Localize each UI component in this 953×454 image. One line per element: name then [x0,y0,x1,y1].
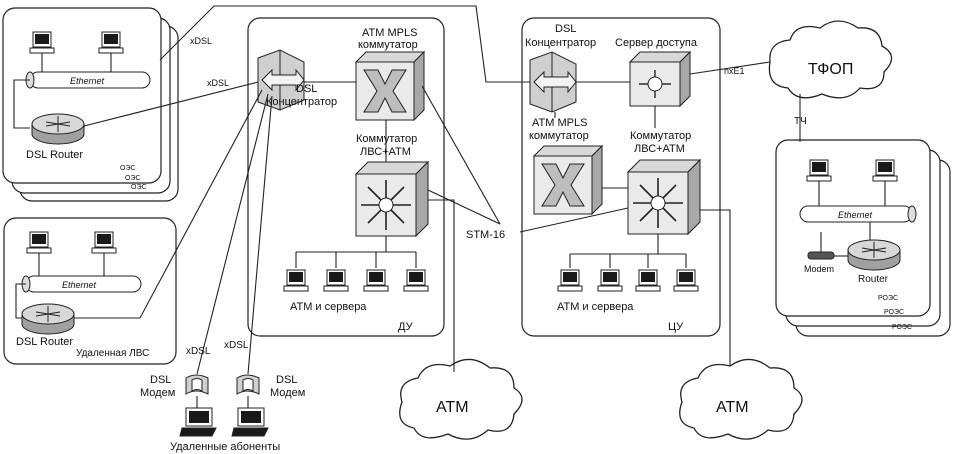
cu-label: ЦУ [668,321,684,333]
du-conc-label-2: Концентратор [266,96,337,108]
du-pc-3 [363,269,389,292]
laptop-1 [179,407,217,437]
modem1-label-2: Модем [140,387,175,399]
du-mpls-label-1: ATM MPLS [362,27,417,39]
tfop-cloud: ТФОП [768,20,893,99]
cu-dsl-concentrator [529,51,577,113]
cu-access-server [628,50,692,108]
stm-label: STM-16 [466,229,505,241]
dsl-modem-1 [185,374,209,395]
oes-pc-2 [98,31,124,54]
oes-label-1: ОЭС [120,165,136,172]
cu-mpls-label-1: ATM MPLS [532,117,587,129]
cu-conc-label-1: DSL [555,23,576,35]
cu-pc-4 [673,269,699,292]
du-lanatm-label-1: Коммутатор [356,133,417,145]
nxe1-label: nxE1 [724,66,745,76]
modem1-label-1: DSL [150,374,171,386]
laptop-2 [231,407,269,437]
cu-pc-2 [597,269,623,292]
oes-stack: Ethernet DSL Router ОЭС ОЭС ОЭС [2,7,179,202]
cu-conc-label-2: Концентратор [525,37,596,49]
xdsl-label-4: xDSL [224,340,249,351]
roes-modem [807,251,835,260]
remote-subs-label: Удаленные абоненты [170,441,280,453]
oes-router [31,113,85,145]
roes-modem-label: Modem [804,264,834,274]
remote-lan-label: Удаленная ЛВС [76,348,149,359]
du-servers-label: АТМ и сервера [290,301,367,313]
xdsl-label-1: xDSL [190,36,212,46]
remote-lan: Ethernet DSL Router Удаленная ЛВС [3,217,177,365]
du-atm-mpls-switch [355,51,425,121]
roes-ethernet-label: Ethernet [838,210,873,220]
remote-pc-2 [91,231,117,254]
atm-cloud-du: АТМ [399,358,523,440]
roes-pc-2 [872,159,898,182]
oes-label-2: ОЭС [125,175,141,182]
atm-cloud-du-label: АТМ [436,399,469,416]
xdsl-label-2: xDSL [207,78,229,88]
oes-ethernet-label: Ethernet [70,76,105,86]
remote-router [21,303,75,335]
links [74,5,801,375]
du-lanatm-label-2: ЛВС+АТМ [360,146,411,158]
cu-lan-atm-switch [627,159,701,235]
du-node: DSL Концентратор ATM MPLS коммутатор Ком… [247,17,445,337]
cu-access-label: Сервер доступа [615,37,698,49]
cu-mpls-label-2: коммутатор [529,130,589,142]
oes-pc-1 [29,31,55,54]
roes-label-2: РОЭС [884,309,904,316]
cu-servers-label: АТМ и сервера [557,301,634,313]
cu-lanatm-label-1: Коммутатор [630,130,691,142]
cu-atm-mpls-switch [533,145,603,215]
atm-cloud-cu-label: АТМ [716,399,749,416]
roes-stack: Ethernet Router Modem РОЭС РОЭС РОЭС [775,139,951,337]
dsl-modem-2 [236,374,260,395]
du-pc-2 [323,269,349,292]
oes-label-3: ОЭС [131,184,147,191]
cu-pc-3 [635,269,661,292]
cu-pc-1 [557,269,583,292]
oes-router-label: DSL Router [26,149,83,161]
du-conc-label-1: DSL [296,83,317,95]
roes-router-label: Router [858,274,889,285]
tch-label: ТЧ [794,116,807,127]
du-pc-1 [283,269,309,292]
remote-subscribers: DSL Модем DSL Модем Удаленные абоненты [140,374,305,453]
roes-pc-1 [806,159,832,182]
roes-label-3: РОЭС [892,324,912,331]
modem2-label-1: DSL [276,374,297,386]
du-mpls-label-2: коммутатор [358,39,418,51]
du-label: ДУ [398,321,414,333]
du-lan-atm-switch [355,161,429,237]
xdsl-label-3: xDSL [186,346,211,357]
cu-node: DSL Концентратор Сервер доступа ATM MPLS… [521,17,721,337]
roes-router [847,239,901,271]
roes-label-1: РОЭС [878,295,898,302]
tfop-label: ТФОП [808,61,853,78]
atm-cloud-cu: АТМ [679,358,803,440]
du-pc-4 [403,269,429,292]
remote-pc-1 [26,231,52,254]
cu-lanatm-label-2: ЛВС+АТМ [634,143,685,155]
remote-ethernet-label: Ethernet [62,280,97,290]
remote-router-label: DSL Router [16,336,73,348]
modem2-label-2: Модем [270,387,305,399]
